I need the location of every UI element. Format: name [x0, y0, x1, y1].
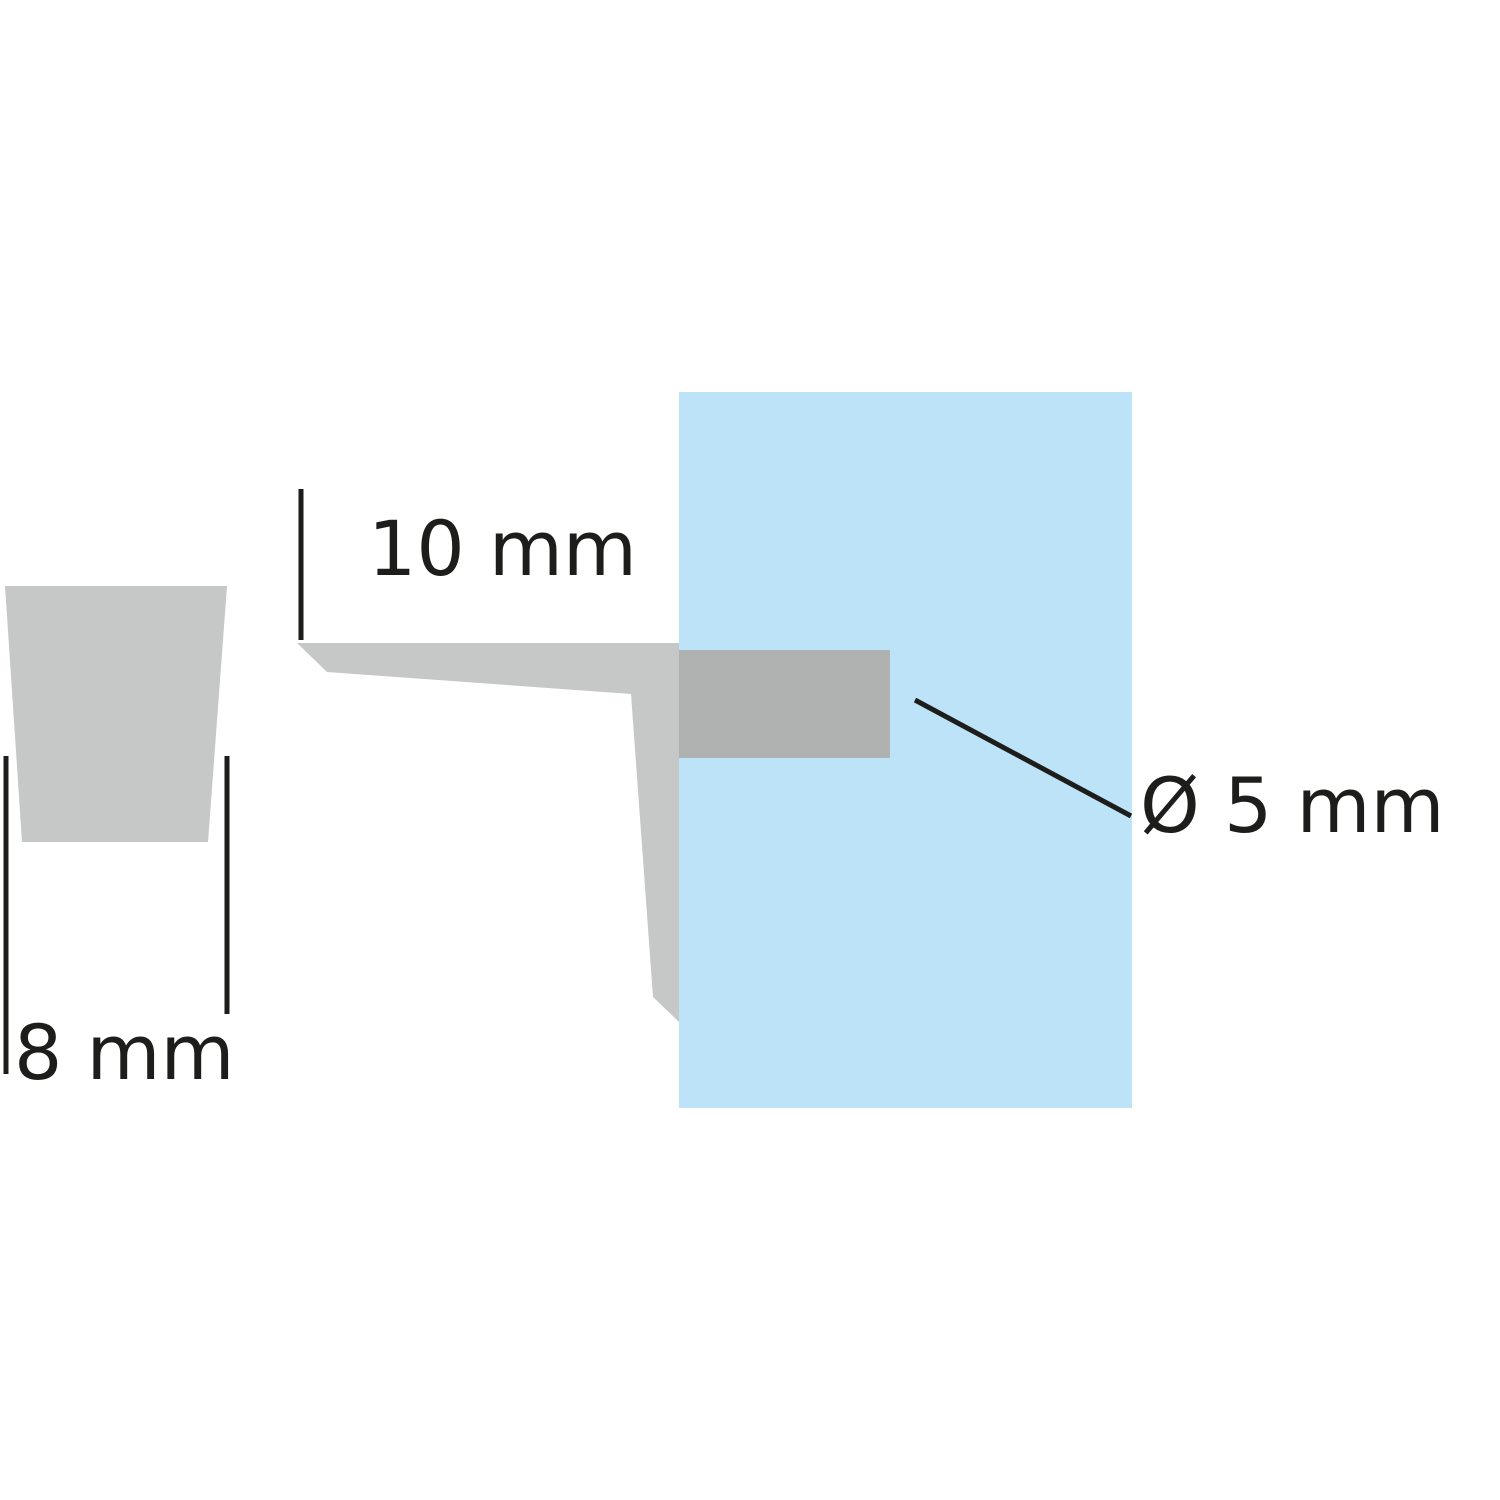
support-front-view — [5, 586, 227, 842]
support-side-view-bracket — [297, 643, 679, 1022]
support-pin — [679, 650, 890, 758]
diameter-dimension-label: Ø 5 mm — [1140, 761, 1445, 850]
depth-dimension-label: 10 mm — [368, 504, 637, 593]
diameter-leader-line — [913, 697, 1133, 819]
width-dimension-label: 8 mm — [14, 1008, 235, 1097]
